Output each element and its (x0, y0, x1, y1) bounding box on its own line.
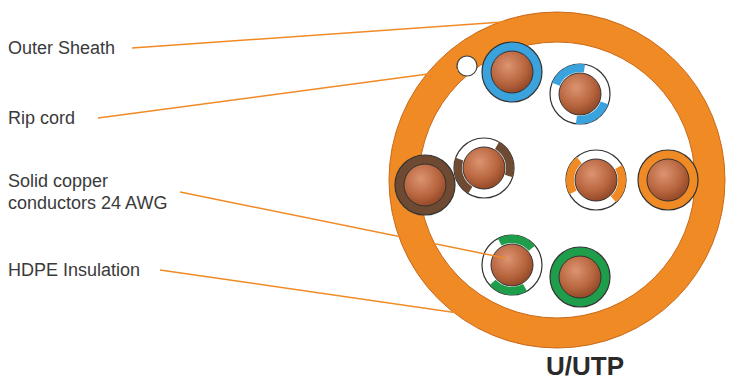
leader-line (132, 20, 530, 48)
green-solid-wire (550, 247, 610, 307)
orange-white-wire (560, 144, 631, 215)
sheath-edge (389, 12, 725, 348)
blue-solid-wire (482, 42, 542, 102)
rip-cord (457, 56, 477, 76)
orange-solid-wire (638, 150, 698, 210)
part-label: Solid copper conductors 24 AWG (8, 170, 178, 214)
brown-solid-wire (395, 155, 455, 215)
blue-white-wire (547, 61, 614, 128)
part-label: HDPE Insulation (8, 259, 228, 281)
leader-line (160, 270, 520, 322)
cable-type-label: U/UTP (546, 351, 726, 381)
sheath-edge (419, 42, 695, 318)
part-label: Rip cord (8, 107, 208, 129)
part-label: Outer Sheath (8, 37, 208, 59)
leader-line (98, 70, 458, 118)
leader-line (180, 192, 505, 258)
brown-white-wire (448, 132, 519, 203)
green-white-wire (476, 229, 547, 300)
